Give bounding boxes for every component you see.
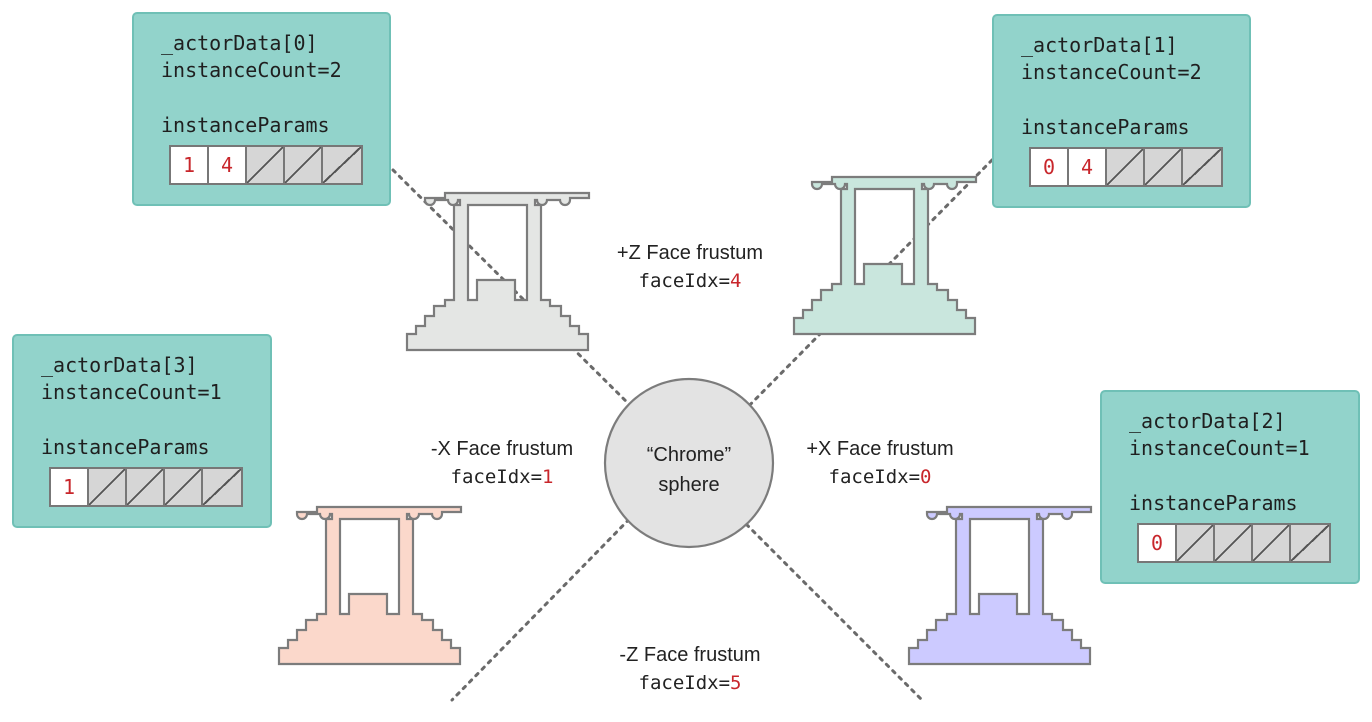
face-idx-value: 5 (730, 672, 742, 694)
frustum-name: -Z Face frustum (619, 644, 761, 666)
instance-params-label: instanceParams (1129, 491, 1298, 515)
instance-count: instanceCount=2 (161, 58, 342, 82)
face-idx-value: 0 (920, 466, 932, 488)
param-cell-empty (1253, 525, 1291, 561)
frustum-label-pz: +Z Face frustum faceIdx=4 (590, 239, 790, 295)
actor-box-0: _actorData[0] instanceCount=2 instancePa… (132, 12, 391, 206)
actor-title: _actorData[2] (1129, 409, 1286, 433)
instance-params-array: 0 4 (1029, 147, 1223, 187)
actor-title: _actorData[1] (1021, 33, 1178, 57)
chrome-sphere (603, 377, 775, 549)
instance-params-array: 1 (49, 467, 243, 507)
param-cell-empty (203, 469, 241, 505)
instance-params-label: instanceParams (1021, 115, 1190, 139)
face-idx-label: faceIdx= (828, 466, 921, 488)
instance-params-label: instanceParams (41, 435, 210, 459)
face-idx-label: faceIdx= (638, 672, 731, 694)
actor-title: _actorData[3] (41, 353, 198, 377)
greek-temple-icon-px (907, 505, 1093, 666)
frustum-label-nx: -X Face frustum faceIdx=1 (402, 435, 602, 491)
actor-box-2: _actorData[2] instanceCount=1 instancePa… (1100, 390, 1360, 584)
greek-temple-icon-pz (405, 191, 591, 352)
param-cell-empty (1183, 149, 1221, 185)
param-cell-empty (165, 469, 203, 505)
instance-params-array: 0 (1137, 523, 1331, 563)
param-cell-empty (1145, 149, 1183, 185)
instance-params-array: 1 4 (169, 145, 363, 185)
param-cell: 1 (171, 147, 209, 183)
frustum-name: +X Face frustum (806, 438, 954, 460)
frustum-label-nz: -Z Face frustum faceIdx=5 (590, 641, 790, 697)
leader-line-px (738, 516, 924, 702)
frustum-name: -X Face frustum (430, 438, 574, 460)
param-cell-empty (1291, 525, 1329, 561)
frustum-name: +Z Face frustum (616, 242, 764, 264)
param-cell-empty (323, 147, 361, 183)
param-cell: 4 (209, 147, 247, 183)
face-idx-value: 4 (730, 270, 742, 292)
leader-line-actor0 (391, 168, 652, 427)
face-idx-value: 1 (542, 466, 554, 488)
instance-params-label: instanceParams (161, 113, 330, 137)
face-idx-label: faceIdx= (450, 466, 543, 488)
param-cell-empty (285, 147, 323, 183)
param-cell-empty (247, 147, 285, 183)
param-cell: 4 (1069, 149, 1107, 185)
face-idx-label: faceIdx= (638, 270, 731, 292)
param-cell-empty (127, 469, 165, 505)
frustum-label-px: +X Face frustum faceIdx=0 (780, 435, 980, 491)
sphere-label-line1: “Chrome” (646, 444, 732, 466)
greek-temple-icon-actor1 (792, 175, 978, 336)
instance-count: instanceCount=1 (41, 380, 222, 404)
param-cell-empty (1177, 525, 1215, 561)
actor-box-3: _actorData[3] instanceCount=1 instancePa… (12, 334, 272, 528)
actor-box-1: _actorData[1] instanceCount=2 instancePa… (992, 14, 1251, 208)
param-cell-empty (89, 469, 127, 505)
param-cell: 0 (1031, 149, 1069, 185)
greek-temple-icon-nx (277, 505, 463, 666)
param-cell-empty (1215, 525, 1253, 561)
sphere-label: “Chrome” sphere (642, 440, 736, 500)
instance-count: instanceCount=1 (1129, 436, 1310, 460)
leader-line-nx (450, 498, 650, 702)
sphere-label-line2: sphere (658, 474, 720, 496)
actor-title: _actorData[0] (161, 31, 318, 55)
param-cell: 0 (1139, 525, 1177, 561)
param-cell-empty (1107, 149, 1145, 185)
param-cell: 1 (51, 469, 89, 505)
instance-count: instanceCount=2 (1021, 60, 1202, 84)
